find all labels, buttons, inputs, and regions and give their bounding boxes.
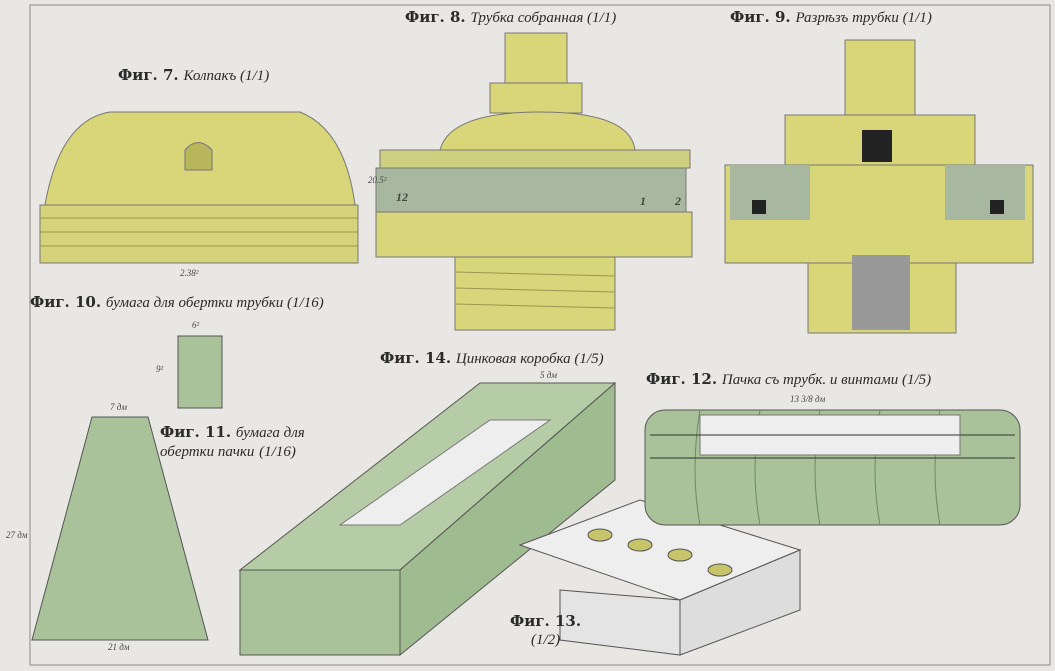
fig14-title: Цинковая коробка (1/5) bbox=[455, 351, 604, 367]
fig11-number: Фиг. 11. bbox=[160, 423, 232, 441]
fig10-number: Фиг. 10. bbox=[30, 293, 102, 311]
fig8-caption: Фиг. 8. Трубка собранная (1/1) bbox=[405, 8, 616, 27]
fig8-mark-1: 1 bbox=[640, 194, 646, 208]
fig8-fuse-drawing bbox=[375, 32, 693, 331]
fig8-title: Трубка собранная (1/1) bbox=[470, 10, 617, 26]
fig10-title: бумага для обертки трубки (1/16) bbox=[105, 295, 324, 311]
fig9-title: Разрѣзъ трубки (1/1) bbox=[795, 10, 932, 26]
fig11-height-dim: 27 дм bbox=[6, 530, 28, 540]
fig14-width-dim: 5 дм bbox=[540, 370, 558, 380]
fig8-number: Фиг. 8. bbox=[405, 8, 466, 26]
fig7-cap-drawing bbox=[39, 111, 359, 264]
fig12-pack bbox=[644, 409, 1021, 526]
fig11-bottom-dim: 21 дм bbox=[108, 642, 130, 652]
fig14-number: Фиг. 14. bbox=[380, 349, 452, 367]
fig9-caption: Фиг. 9. Разрѣзъ трубки (1/1) bbox=[730, 8, 932, 27]
fig10-width-dim: 6² bbox=[192, 320, 200, 330]
fig7-number: Фиг. 7. bbox=[118, 66, 179, 84]
fig10-paper bbox=[177, 335, 223, 409]
fig12-caption: Фиг. 12. Пачка съ трубк. и винтами (1/5) bbox=[646, 370, 931, 389]
fig7-title: Колпакъ (1/1) bbox=[183, 68, 270, 84]
fig11-scale: (1/16) bbox=[259, 444, 296, 460]
fig11-title: бумага для обертки пачки bbox=[160, 425, 305, 460]
fig14-zinc-box bbox=[238, 381, 617, 657]
fig14-caption: Фиг. 14. Цинковая коробка (1/5) bbox=[380, 349, 604, 368]
fig13-open-box bbox=[518, 499, 802, 656]
fig11-top-dim: 7 дм bbox=[110, 402, 128, 412]
fig12-title: Пачка съ трубк. и винтами (1/5) bbox=[721, 372, 932, 388]
fig10-height-dim: 9² bbox=[156, 364, 164, 374]
fig7-width-dim: 2.38² bbox=[180, 268, 199, 278]
fig7-height-dim: 20.5² bbox=[368, 175, 387, 185]
fig7-caption: Фиг. 7. Колпакъ (1/1) bbox=[118, 66, 269, 85]
fig11-paper bbox=[31, 416, 209, 641]
fig8-mark-2: 2 bbox=[675, 194, 681, 208]
fig13-number: Фиг. 13. bbox=[510, 612, 582, 630]
fig9-number: Фиг. 9. bbox=[730, 8, 791, 26]
fig8-mark-12: 12 bbox=[396, 190, 408, 204]
fig12-number: Фиг. 12. bbox=[646, 370, 718, 388]
fig13-scale: (1/2) bbox=[530, 632, 561, 648]
fig12-width-dim: 13 3/8 дм bbox=[790, 394, 826, 404]
fig13-caption: Фиг. 13. (1/2) bbox=[510, 612, 581, 649]
fig11-caption: Фиг. 11. бумага для обертки пачки (1/16) bbox=[160, 423, 345, 461]
fig9-section-drawing bbox=[724, 39, 1034, 334]
fig10-caption: Фиг. 10. бумага для обертки трубки (1/16… bbox=[30, 293, 324, 312]
